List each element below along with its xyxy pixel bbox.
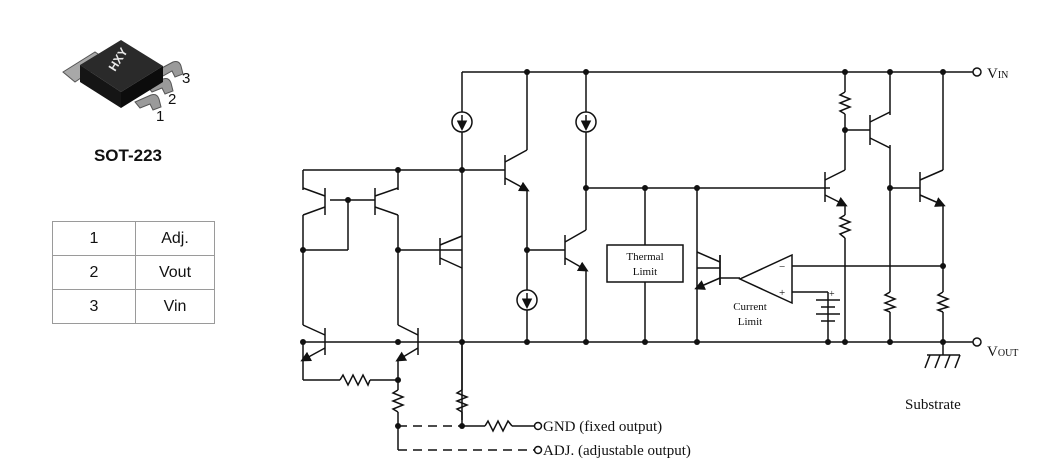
thermal-limit-box xyxy=(606,244,684,283)
package-pin-number-3: 3 xyxy=(182,70,191,87)
gnd-terminal xyxy=(533,421,543,431)
pin-number-cell: 3 xyxy=(52,289,136,324)
transistor-icon xyxy=(694,251,721,290)
svg-text:−: − xyxy=(779,261,785,273)
vin-label: VIN xyxy=(987,66,1008,82)
transistor-icon xyxy=(869,111,891,149)
current-source-icon xyxy=(451,111,473,133)
table-row: 3 Vin xyxy=(52,289,215,324)
transistor-icon xyxy=(824,169,848,207)
package-name: SOT-223 xyxy=(93,146,163,165)
current-limit-label-2: Limit xyxy=(738,316,762,328)
package-lead-2 xyxy=(146,78,174,95)
transistor-icon xyxy=(919,169,946,207)
resistor-icon xyxy=(837,91,853,115)
package-lead-3 xyxy=(157,61,184,78)
package-body-top xyxy=(80,40,163,92)
transistor-icon xyxy=(504,149,530,192)
pin-function-cell: Vin xyxy=(135,289,215,324)
transistor-icon xyxy=(564,229,589,272)
resistor-icon xyxy=(935,291,951,313)
transistor-icon xyxy=(300,324,326,362)
resistor-icon xyxy=(882,291,898,313)
transistor-icon xyxy=(395,324,419,362)
resistor-icon xyxy=(339,373,371,387)
resistor-icon xyxy=(484,419,513,433)
adj-label: ADJ. (adjustable output) xyxy=(543,443,691,459)
thermal-limit-label-1: Thermal xyxy=(626,251,663,263)
resistor-icon xyxy=(837,214,853,239)
vout-terminal xyxy=(972,337,982,347)
package-pin-number-2: 2 xyxy=(168,91,177,108)
package-lead-1 xyxy=(134,94,162,111)
current-source-icon xyxy=(575,111,597,133)
sot223-package-image: HXY xyxy=(62,40,184,111)
current-limit-label-1: Current xyxy=(733,301,767,313)
reference-battery-icon xyxy=(816,299,840,322)
resistor-icon xyxy=(454,389,470,413)
substrate-label: Substrate xyxy=(905,397,961,413)
package-body-side xyxy=(80,65,121,108)
svg-text:+: + xyxy=(829,289,835,300)
transistor-icon xyxy=(302,187,326,216)
package-pin-number-1: 1 xyxy=(156,108,165,125)
package-body-front xyxy=(121,66,163,108)
error-amplifier-icon xyxy=(738,253,793,305)
adj-terminal xyxy=(533,445,543,455)
vin-terminal xyxy=(972,67,982,77)
resistor-icon xyxy=(390,389,406,413)
vout-label: VOUT xyxy=(987,344,1018,360)
pin-table: 1 Adj. 2 Vout 3 Vin xyxy=(52,221,215,324)
svg-text:+: + xyxy=(779,287,785,299)
gnd-label: GND (fixed output) xyxy=(543,419,662,435)
transistor-icon xyxy=(374,187,399,216)
substrate-ground-icon xyxy=(924,354,961,369)
thermal-limit-label-2: Limit xyxy=(633,266,657,278)
current-source-icon xyxy=(516,289,538,311)
transistor-icon xyxy=(439,235,463,269)
